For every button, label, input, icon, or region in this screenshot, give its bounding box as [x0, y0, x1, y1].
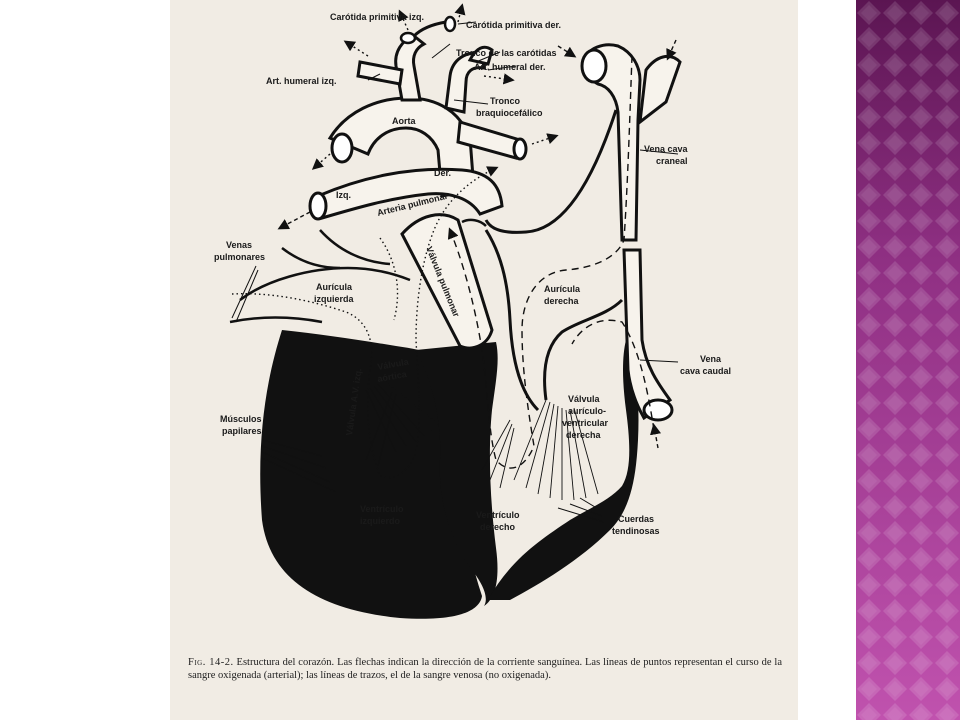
- figure-number: Fig. 14-2.: [188, 657, 234, 668]
- label-carotida-der: Carótida primitiva der.: [466, 20, 561, 30]
- label-braquiocefalico: braquiocefálico: [476, 108, 543, 118]
- label-valvula-avd-4: derecha: [566, 430, 602, 440]
- label-carotida-izq: Carótida primitiva izq.: [330, 12, 424, 22]
- label-auricula-der-2: derecha: [544, 296, 580, 306]
- label-izq: Izq.: [336, 190, 351, 200]
- label-aorta: Aorta: [392, 116, 416, 126]
- label-valvula-avd-1: Válvula: [568, 394, 601, 404]
- cuerdas-tendinosas-right: [481, 399, 599, 501]
- aorta-left-opening: [330, 132, 354, 164]
- label-vena-caudal-2: cava caudal: [680, 366, 731, 376]
- ventricle-wall-left: [260, 330, 488, 619]
- pulmonary-artery: [316, 167, 504, 220]
- label-cuerdas-2: tendinosas: [612, 526, 660, 536]
- label-auricula-izq-2: izquierda: [314, 294, 355, 304]
- label-ventriculo-der-1: Ventrículo: [476, 510, 520, 520]
- label-vena-cava-craneal-2: craneal: [656, 156, 688, 166]
- decorative-diamond-band: [856, 0, 960, 720]
- label-musculos-2: papilares: [222, 426, 262, 436]
- heart-diagram: Carótida primitiva izq. Carótida primiti…: [214, 3, 731, 619]
- label-auricula-izq-1: Aurícula: [316, 282, 353, 292]
- label-cuerdas-1: Cuerdas: [618, 514, 654, 524]
- label-der: Der.: [434, 168, 451, 178]
- cuerdas-tendinosas-left: [365, 381, 439, 467]
- figure-caption: Fig. 14-2. Estructura del corazón. Las f…: [188, 656, 782, 682]
- caption-text: Estructura del corazón. Las flechas indi…: [188, 657, 782, 681]
- label-valvula-avd-3: ventricular: [562, 418, 609, 428]
- label-venas-2: pulmonares: [214, 252, 265, 262]
- label-humeral-izq: Art. humeral izq.: [266, 76, 337, 86]
- label-humeral-der: Art. humeral der.: [474, 62, 546, 72]
- label-tronco: Tronco: [490, 96, 521, 106]
- label-musculos-1: Músculos: [220, 414, 262, 424]
- label-vena-caudal-1: Vena: [700, 354, 722, 364]
- ventricle-septum: [416, 342, 498, 606]
- label-ventriculo-izq-2: izquierdo: [360, 516, 401, 526]
- vena-cava-caudal: [622, 248, 673, 421]
- label-auricula-der-1: Aurícula: [544, 284, 581, 294]
- label-tronco-carotidas: Tronco de las carótidas: [456, 48, 557, 58]
- scanned-page: Carótida primitiva izq. Carótida primiti…: [170, 0, 798, 720]
- ventricle-wall-right: [488, 340, 639, 600]
- label-valvula-avd-2: aurículo-: [568, 406, 606, 416]
- label-venas-1: Venas: [226, 240, 252, 250]
- label-ventriculo-der-2: derecho: [480, 522, 516, 532]
- label-vena-cava-craneal-1: Vena cava: [644, 144, 689, 154]
- label-ventriculo-izq-1: Ventrículo: [360, 504, 404, 514]
